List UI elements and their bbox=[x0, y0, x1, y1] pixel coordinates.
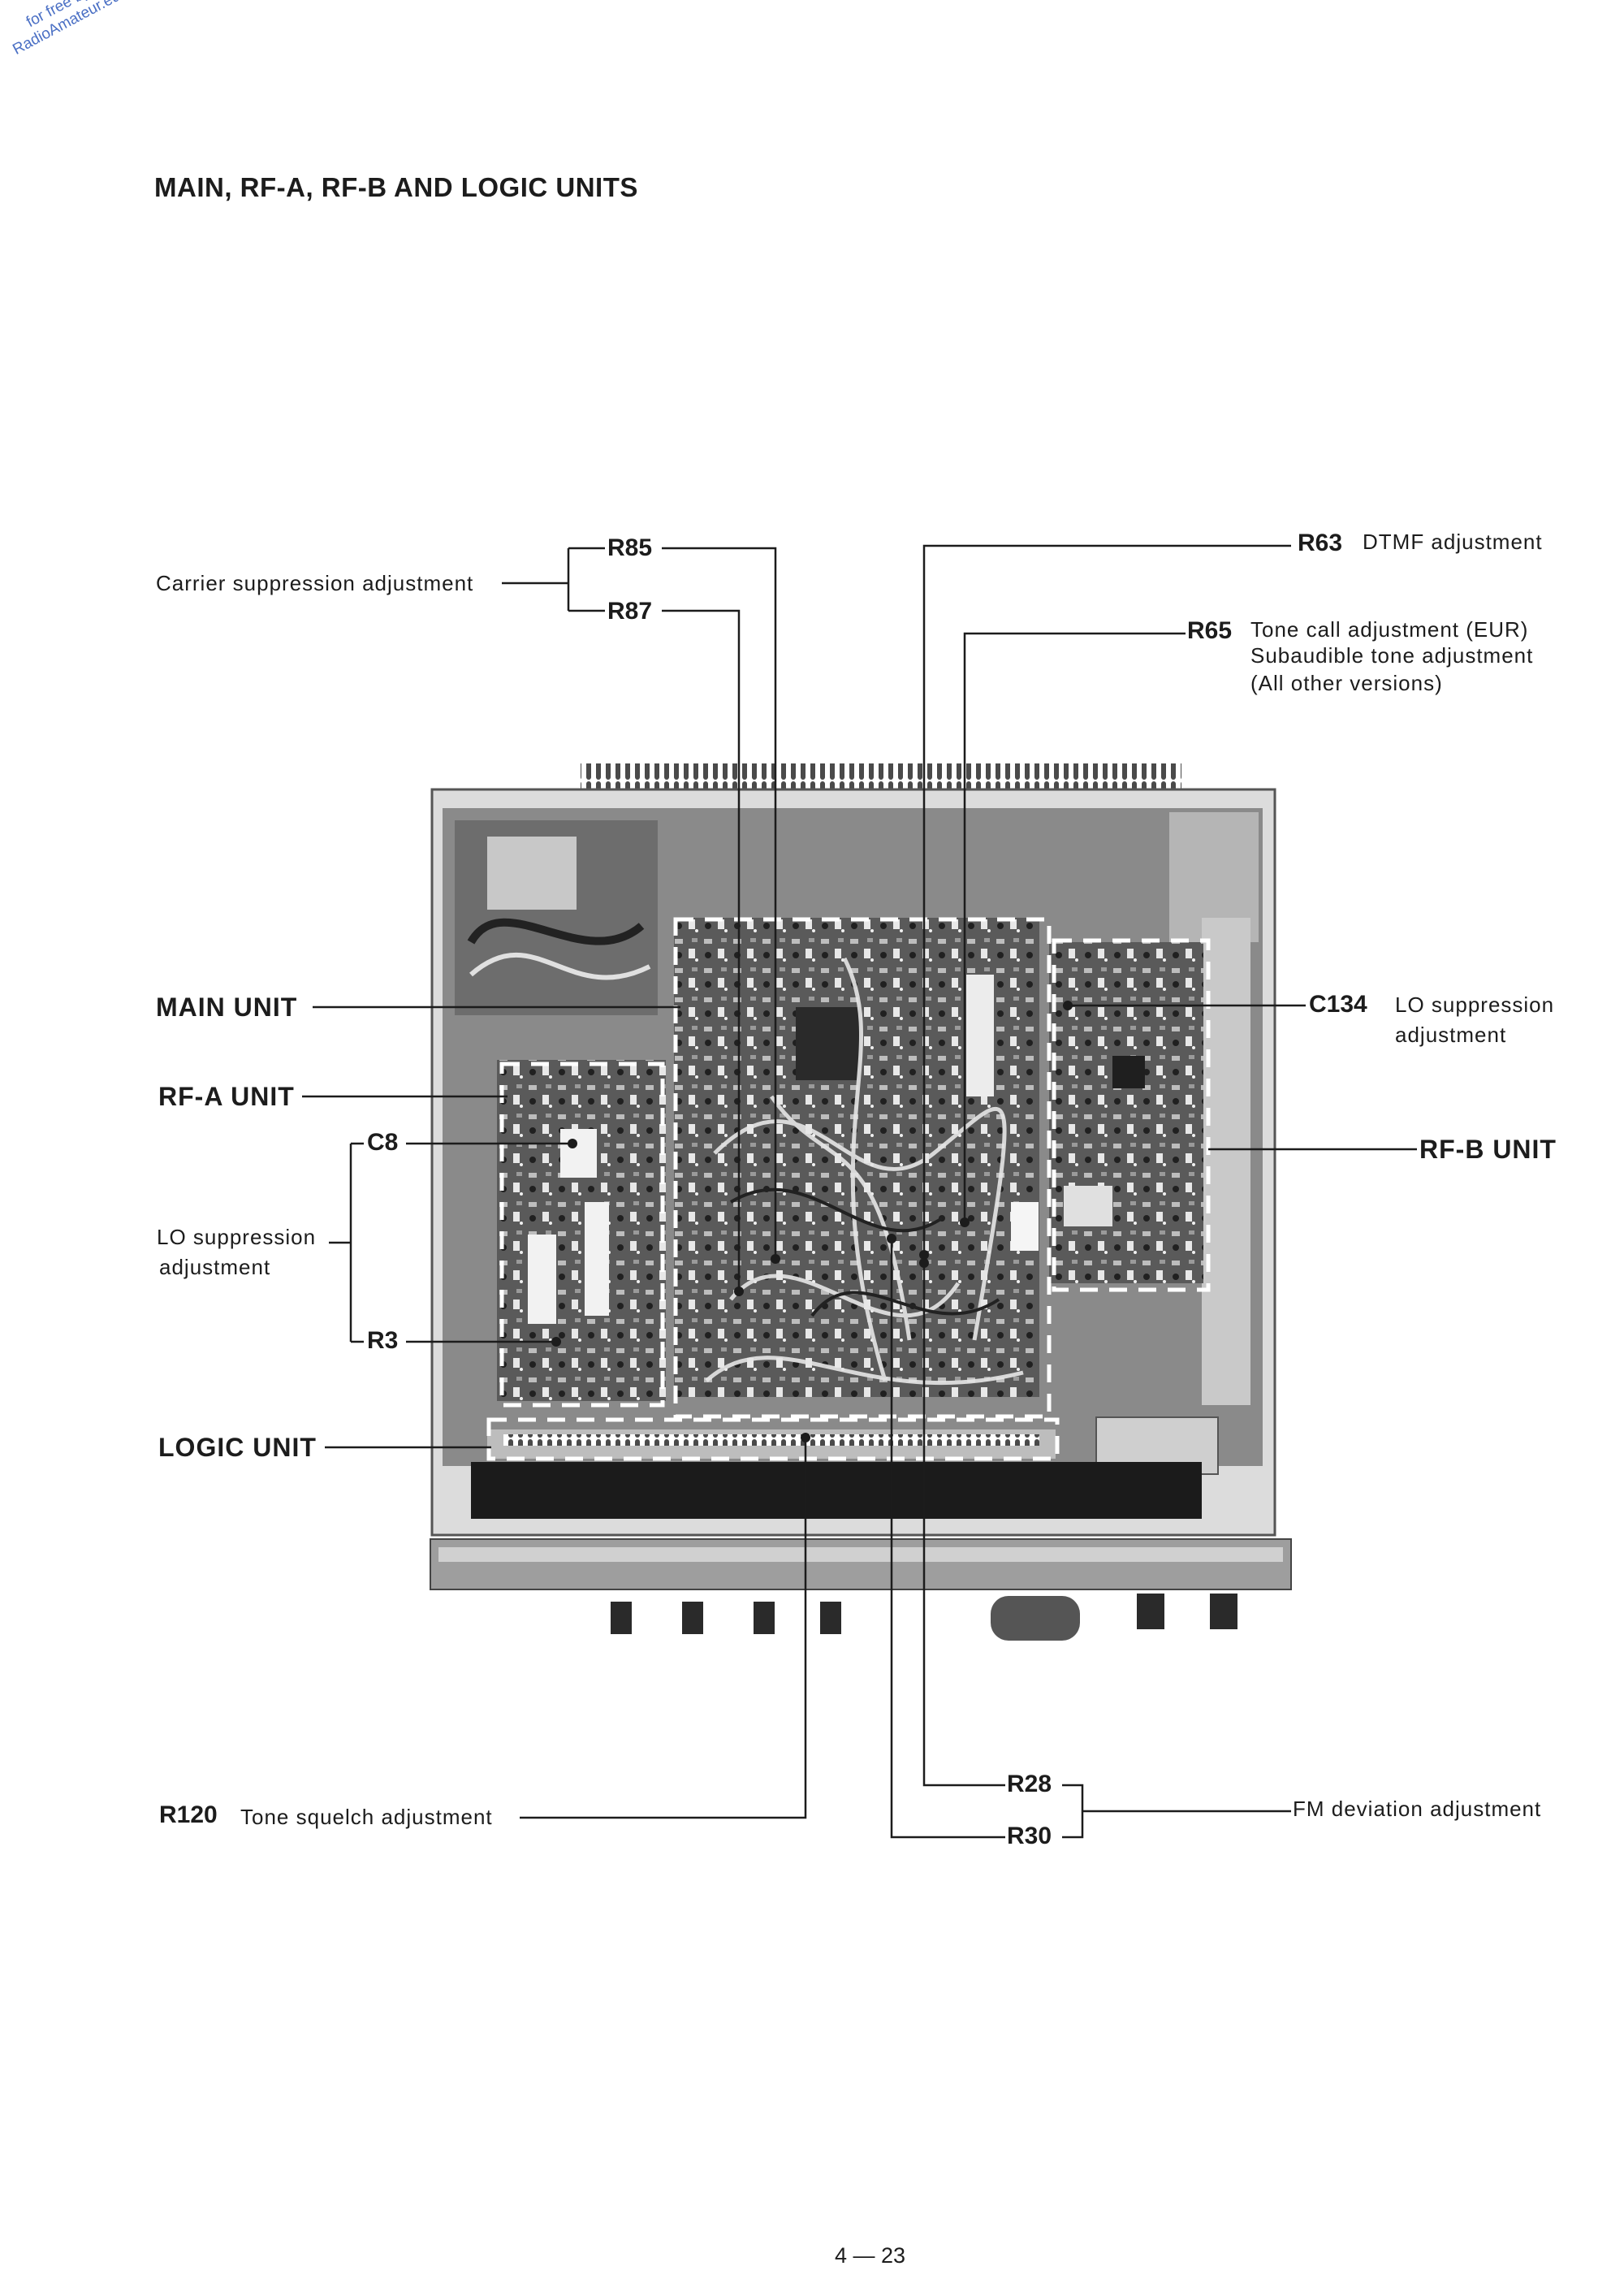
page-number: 4 — 23 bbox=[835, 2243, 906, 2268]
r3-label: R3 bbox=[367, 1327, 399, 1354]
leader-lines bbox=[302, 544, 1417, 1839]
radio-chassis bbox=[430, 763, 1292, 1641]
rf-b-unit-label: RF-B UNIT bbox=[1419, 1135, 1557, 1164]
r63-description: DTMF adjustment bbox=[1363, 530, 1543, 554]
c134-label: C134 bbox=[1309, 991, 1367, 1018]
r65-description-3: (All other versions) bbox=[1250, 671, 1443, 695]
r65-description-2: Subaudible tone adjustment bbox=[1250, 643, 1534, 668]
r87-label: R87 bbox=[607, 598, 653, 625]
r85-label: R85 bbox=[607, 534, 653, 561]
lo-suppression-label-1: LO suppression bbox=[157, 1225, 317, 1249]
r120-label: R120 bbox=[159, 1801, 218, 1828]
logic-unit-label: LOGIC UNIT bbox=[158, 1433, 317, 1462]
fm-deviation-label: FM deviation adjustment bbox=[1293, 1797, 1542, 1821]
carrier-suppression-label: Carrier suppression adjustment bbox=[156, 571, 474, 595]
r63-label: R63 bbox=[1298, 530, 1343, 556]
rf-a-unit-label: RF-A UNIT bbox=[158, 1082, 295, 1111]
r65-label: R65 bbox=[1187, 617, 1233, 644]
r30-label: R30 bbox=[1007, 1823, 1052, 1849]
main-outline bbox=[673, 917, 1052, 1419]
c134-description-2: adjustment bbox=[1395, 1023, 1507, 1047]
c134-description-1: LO suppression bbox=[1395, 992, 1555, 1017]
logic-outline bbox=[486, 1417, 1060, 1461]
unit-outlines bbox=[486, 917, 1211, 1461]
r28-label: R28 bbox=[1007, 1771, 1052, 1797]
r120-description: Tone squelch adjustment bbox=[240, 1805, 493, 1829]
rf-a-outline bbox=[499, 1062, 665, 1408]
page-title: MAIN, RF-A, RF-B AND LOGIC UNITS bbox=[154, 172, 638, 202]
rf-b-outline bbox=[1052, 938, 1211, 1292]
adjustment-point-markers bbox=[551, 1001, 1073, 1442]
main-unit-label: MAIN UNIT bbox=[156, 992, 298, 1022]
r65-description-1: Tone call adjustment (EUR) bbox=[1250, 617, 1529, 642]
lo-suppression-label-2: adjustment bbox=[159, 1255, 271, 1279]
c8-label: C8 bbox=[367, 1129, 399, 1156]
